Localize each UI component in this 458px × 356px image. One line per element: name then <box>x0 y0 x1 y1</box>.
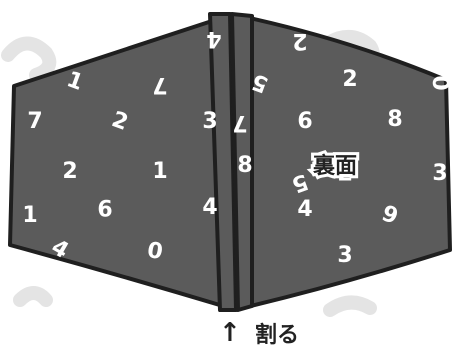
print-digit: 3 <box>432 161 447 186</box>
reverse-side-label: 裏面 <box>313 148 357 180</box>
print-digit: 1 <box>152 159 167 184</box>
left-mask-panel <box>10 20 223 306</box>
print-digit: 4 <box>297 197 312 222</box>
print-digit: 8 <box>387 107 402 132</box>
print-digit: 3 <box>202 109 217 134</box>
print-digit: 9 <box>97 194 112 219</box>
up-arrow-icon: ↑ <box>219 318 241 348</box>
print-digit: 4 <box>202 195 217 220</box>
print-digit: 0 <box>427 75 452 90</box>
print-digit: 2 <box>292 28 307 53</box>
print-digit: 3 <box>337 243 352 268</box>
print-digit: 2 <box>62 159 77 184</box>
print-digit: 6 <box>297 109 312 134</box>
print-digit: 8 <box>237 153 252 178</box>
print-digit: 7 <box>232 110 247 135</box>
print-digit: 2 <box>342 67 357 92</box>
print-digit: 1 <box>22 203 37 228</box>
print-digit: 7 <box>27 109 42 134</box>
print-digit: 7 <box>152 72 167 97</box>
print-digit: 4 <box>206 26 221 51</box>
split-instruction-label: 割る <box>255 322 299 350</box>
